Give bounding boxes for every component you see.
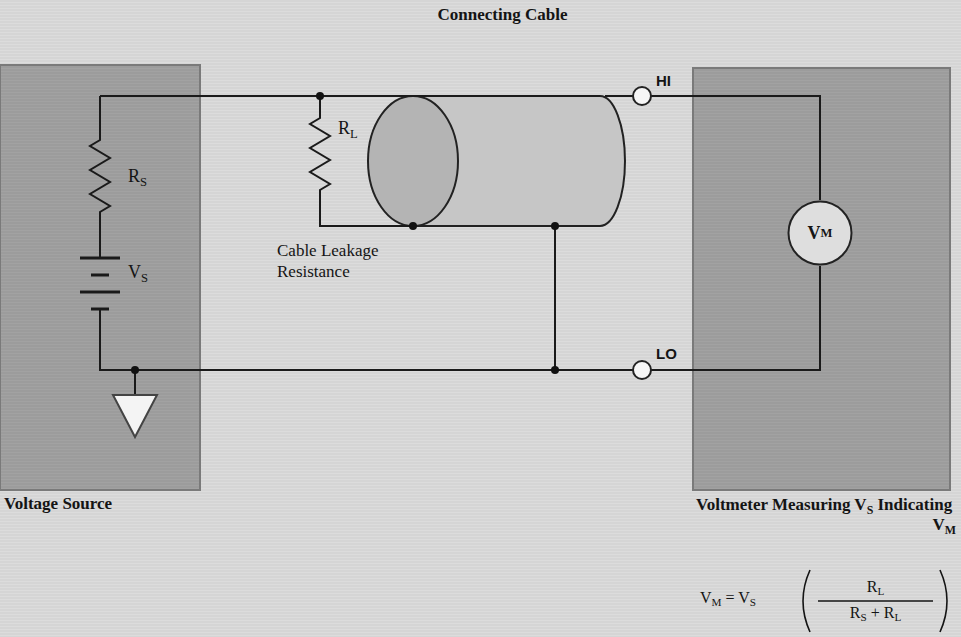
resistor-symbol — [310, 96, 413, 226]
junction-dot — [131, 366, 139, 374]
formula-text: RL — [818, 578, 933, 596]
subscript: M — [712, 596, 722, 608]
subscript: S — [860, 611, 866, 623]
cable: Connecting Cable — [400, 5, 605, 226]
part-name: RL — [338, 118, 358, 139]
panel-heading: Voltmeter Measuring VS Indicating VM — [696, 495, 956, 535]
subscript: L — [350, 127, 358, 141]
subscript: L — [894, 611, 901, 623]
meter-circle: VM — [787, 200, 853, 266]
subscript: S — [750, 596, 756, 608]
subscript: S — [141, 271, 148, 285]
subscript: M — [945, 523, 956, 537]
voltmeter-panel: Voltmeter Measuring VS Indicating VMVM — [693, 68, 959, 530]
parenthesis — [940, 570, 947, 632]
wire — [554, 226, 556, 370]
wire — [400, 95, 600, 97]
terminal-name: LO — [656, 345, 677, 362]
formula-text: VM = VS — [700, 589, 756, 607]
terminal — [633, 87, 651, 105]
battery-symbol — [80, 258, 120, 309]
subscript: S — [140, 175, 147, 189]
parenthesis — [803, 570, 810, 632]
junction-dot — [551, 222, 559, 230]
meter-symbol: VM — [787, 200, 853, 266]
junction-dot — [551, 366, 559, 374]
part-name: RS — [128, 166, 147, 187]
source-panel — [0, 65, 200, 490]
wire-connector — [200, 369, 693, 371]
wire-connector — [200, 95, 400, 97]
part-name: VS — [128, 262, 148, 283]
note-text: Cable Leakage Resistance — [277, 240, 397, 282]
formula-text: RS + RL — [818, 604, 933, 622]
junction-dot — [409, 222, 417, 230]
cable-end — [368, 96, 458, 226]
wire — [100, 309, 200, 370]
wire — [100, 95, 200, 97]
subscript: S — [867, 503, 874, 517]
panel-heading: Voltage Source — [4, 494, 112, 514]
source-panel: Voltage Source — [0, 65, 200, 525]
resistor-symbol — [90, 96, 110, 258]
subscript: L — [877, 585, 884, 597]
fraction-bar — [818, 600, 933, 602]
voltmeter-panel — [693, 68, 950, 490]
terminal — [633, 361, 651, 379]
junction-dot — [316, 92, 324, 100]
terminal-name: HI — [656, 72, 671, 89]
cable-heading: Connecting Cable — [380, 5, 625, 25]
ground-symbol — [113, 395, 157, 437]
